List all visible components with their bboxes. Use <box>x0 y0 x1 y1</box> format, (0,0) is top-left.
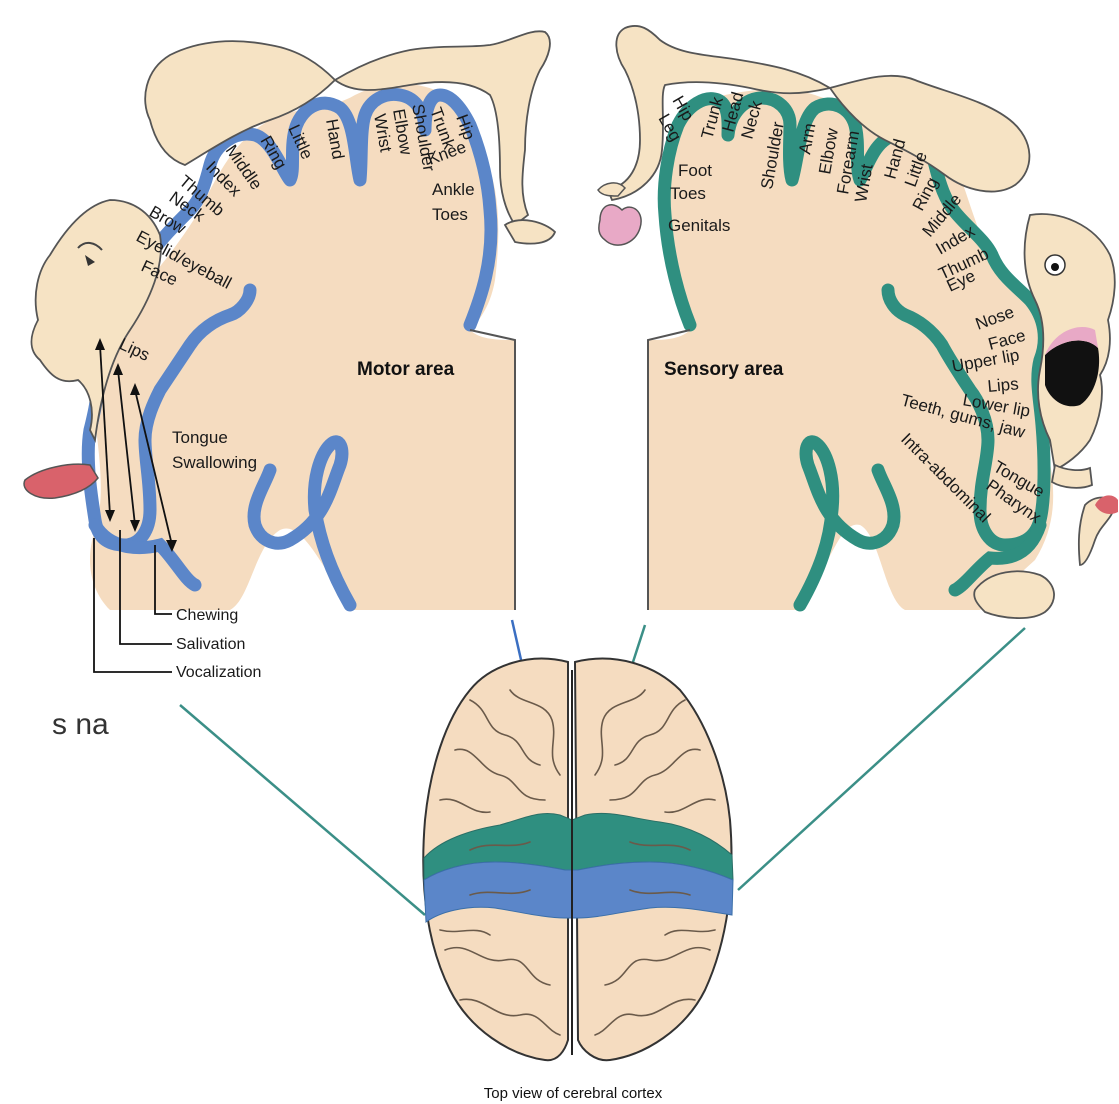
sensory-area-title: Sensory area <box>664 359 784 380</box>
motor-area-title: Motor area <box>357 359 455 380</box>
motor-cortex: Motor area Hip Trunk Shoulder Elbow Wris… <box>24 31 555 681</box>
sensory-eye-pupil <box>1051 263 1059 271</box>
sensory-label-foot: Foot <box>678 161 712 180</box>
motor-label-tongue: Tongue <box>172 428 228 447</box>
sensory-jaw <box>1052 465 1092 488</box>
motor-label-vocalization: Vocalization <box>176 664 261 681</box>
sensory-cortex: Sensory area Hip Leg Trunk Head Neck Sho… <box>598 26 1118 618</box>
sensory-label-genitals: Genitals <box>668 216 730 235</box>
sensory-genitals <box>599 205 641 245</box>
motor-label-salivation: Salivation <box>176 636 245 653</box>
motor-label-ankle: Ankle <box>432 180 475 199</box>
motor-label-chewing: Chewing <box>176 607 238 624</box>
sensory-label-lips: Lips <box>987 374 1020 396</box>
sensory-label-toes: Toes <box>670 184 706 203</box>
motor-label-toes: Toes <box>432 205 468 224</box>
motor-foot <box>505 220 555 243</box>
motor-label-swallowing: Swallowing <box>172 453 257 472</box>
slide-text-fragment: s na <box>52 708 109 741</box>
figure-caption: Top view of cerebral cortex <box>484 1085 663 1102</box>
top-view-brain <box>423 659 733 1061</box>
